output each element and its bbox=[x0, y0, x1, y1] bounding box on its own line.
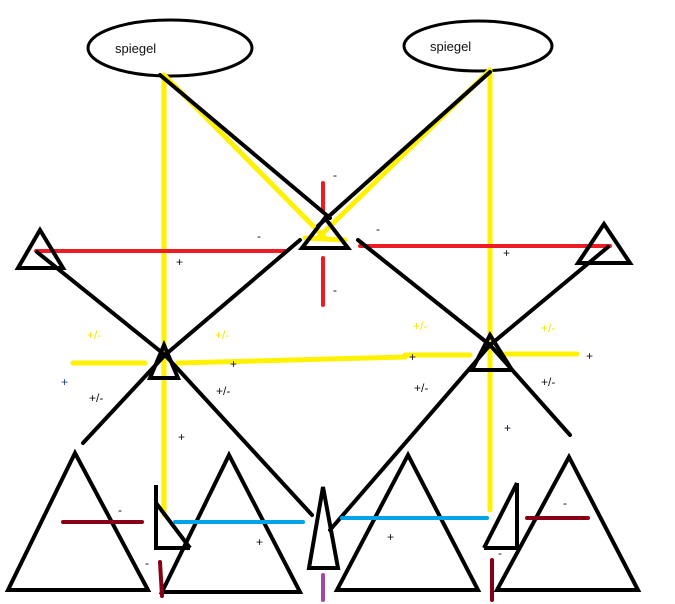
sign-label: + bbox=[61, 375, 68, 389]
sign-label: +/- bbox=[216, 384, 230, 398]
prism-left bbox=[14, 226, 67, 270]
sign-label: + bbox=[176, 255, 183, 269]
mirror-right: spiegel bbox=[402, 19, 554, 73]
red-lines bbox=[34, 181, 612, 307]
sign-label: + bbox=[256, 535, 263, 549]
sign-label: +/- bbox=[541, 375, 555, 389]
prism-mid-right bbox=[468, 330, 516, 372]
sign-label: + bbox=[409, 350, 416, 364]
prism-bottom-4 bbox=[493, 452, 642, 592]
sign-label: + bbox=[503, 246, 510, 260]
mirror-right-label: spiegel bbox=[430, 39, 471, 54]
prism-center-top bbox=[297, 214, 353, 250]
sign-label: +/- bbox=[413, 319, 427, 333]
sign-label: +/- bbox=[87, 328, 101, 342]
sign-label: - bbox=[563, 496, 567, 510]
bottom-lines bbox=[61, 516, 590, 602]
black-rays bbox=[35, 70, 610, 532]
sign-label: - bbox=[498, 546, 502, 560]
right-angle-right bbox=[484, 483, 519, 550]
sign-label: + bbox=[586, 349, 593, 363]
sign-label: +/- bbox=[414, 381, 428, 395]
prism-right bbox=[574, 220, 634, 265]
prism-bottom-3 bbox=[333, 450, 482, 592]
sign-label: - bbox=[335, 551, 339, 565]
sign-labels: - - - + - + +/- +/- +/- +/- + + + + +/- … bbox=[61, 168, 593, 570]
sign-label: - bbox=[145, 556, 149, 570]
sign-label: - bbox=[257, 229, 261, 243]
sign-label: + bbox=[504, 421, 511, 435]
sign-label: - bbox=[333, 168, 337, 182]
sign-label: +/- bbox=[541, 321, 555, 335]
mirror-left: spiegel bbox=[86, 18, 254, 78]
sign-label: + bbox=[387, 530, 394, 544]
sign-label: +/- bbox=[89, 391, 103, 405]
sign-label: - bbox=[333, 283, 337, 297]
sign-label: - bbox=[376, 222, 380, 236]
mirror-left-label: spiegel bbox=[115, 41, 156, 56]
sign-label: + bbox=[230, 357, 237, 371]
prism-mid-left bbox=[146, 339, 182, 380]
sign-label: + bbox=[178, 430, 185, 444]
sign-label: - bbox=[118, 503, 122, 517]
sign-label: +/- bbox=[215, 328, 229, 342]
prism-bottom-center bbox=[306, 486, 341, 570]
